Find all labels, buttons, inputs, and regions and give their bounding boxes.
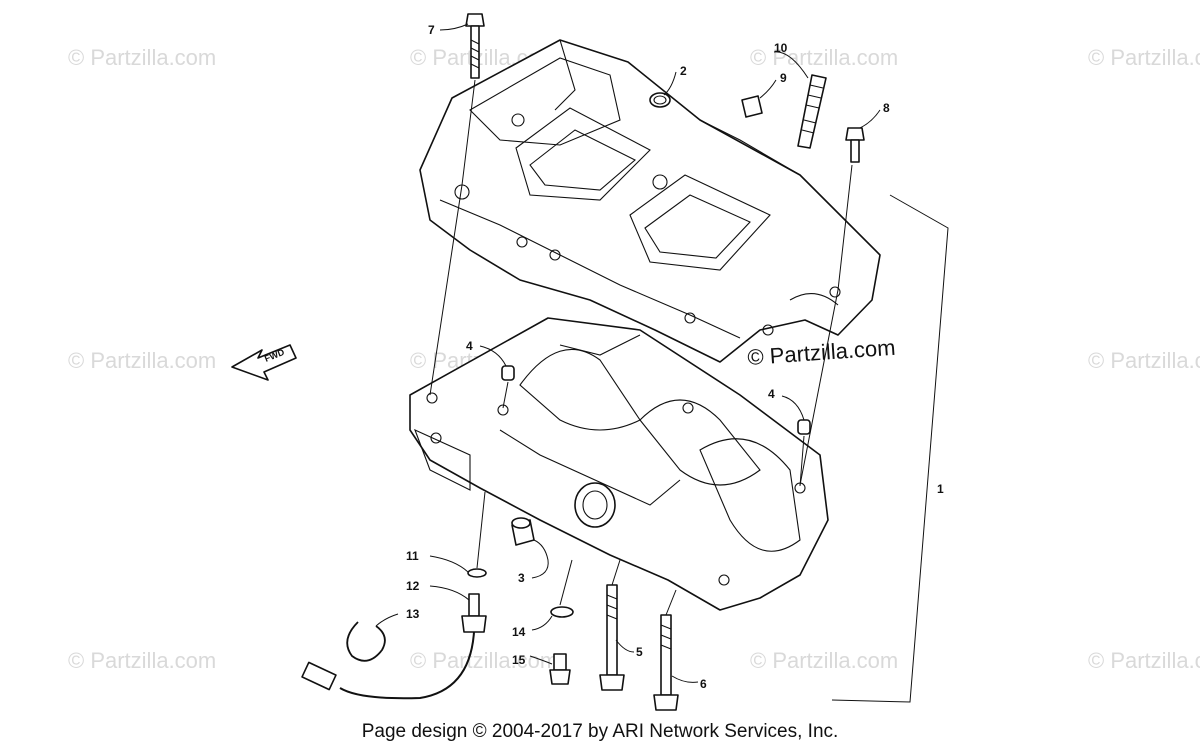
- o-ring-2: [649, 92, 671, 108]
- callout-15: 15: [512, 653, 526, 667]
- clamp-13: [346, 621, 386, 662]
- assembly-bracket: [831, 194, 949, 703]
- brand-watermark: © Partzilla.com: [747, 335, 897, 370]
- bolt-8: [845, 127, 865, 163]
- callouts: 7 2 10 9 8 4 4 1 3 11 12 13 14 15 5 6: [375, 23, 944, 691]
- callout-2: 2: [680, 64, 687, 78]
- watermark: © Partzilla.com: [1088, 348, 1200, 373]
- callout-1: 1: [937, 482, 944, 496]
- callout-11: 11: [406, 549, 419, 563]
- callout-5: 5: [636, 645, 643, 659]
- sensor-12: [461, 593, 487, 633]
- alignment-lines: [429, 79, 853, 616]
- watermark: © Partzilla.com: [1088, 45, 1200, 70]
- watermark: © Partzilla.com: [68, 648, 216, 673]
- callout-12: 12: [406, 579, 420, 593]
- callout-13: 13: [406, 607, 420, 621]
- bolt-5: [599, 584, 625, 691]
- watermark: © Partzilla.com: [68, 45, 216, 70]
- lower-crankcase: [409, 317, 829, 611]
- seal-3: [511, 517, 535, 546]
- callout-4a: 4: [466, 339, 473, 353]
- upper-crankcase: [419, 39, 881, 363]
- callout-8: 8: [883, 101, 890, 115]
- callout-4b: 4: [768, 387, 775, 401]
- dowel-4b: [797, 419, 811, 435]
- watermark: © Partzilla.com: [750, 648, 898, 673]
- callout-7: 7: [428, 23, 435, 37]
- stud-10: [797, 74, 827, 149]
- watermark: © Partzilla.com: [750, 45, 898, 70]
- dowel-9: [741, 95, 763, 118]
- watermark: © Partzilla.com: [68, 348, 216, 373]
- callout-6: 6: [700, 677, 707, 691]
- bolt-7: [465, 13, 485, 79]
- bolt-15: [549, 653, 571, 685]
- dowel-4a: [501, 365, 515, 381]
- footer-copyright: Page design © 2004-2017 by ARI Network S…: [361, 721, 839, 742]
- fwd-arrow-icon: FWD: [231, 344, 297, 381]
- callout-9: 9: [780, 71, 787, 85]
- callout-14: 14: [512, 625, 526, 639]
- harness-connector: [301, 631, 475, 700]
- watermark: © Partzilla.com: [1088, 648, 1200, 673]
- washer-14: [550, 606, 574, 618]
- watermark: © Partzilla.com: [410, 648, 558, 673]
- washer-11: [467, 568, 487, 578]
- callout-10: 10: [774, 41, 788, 55]
- bolt-6: [653, 614, 679, 711]
- callout-3: 3: [518, 571, 525, 585]
